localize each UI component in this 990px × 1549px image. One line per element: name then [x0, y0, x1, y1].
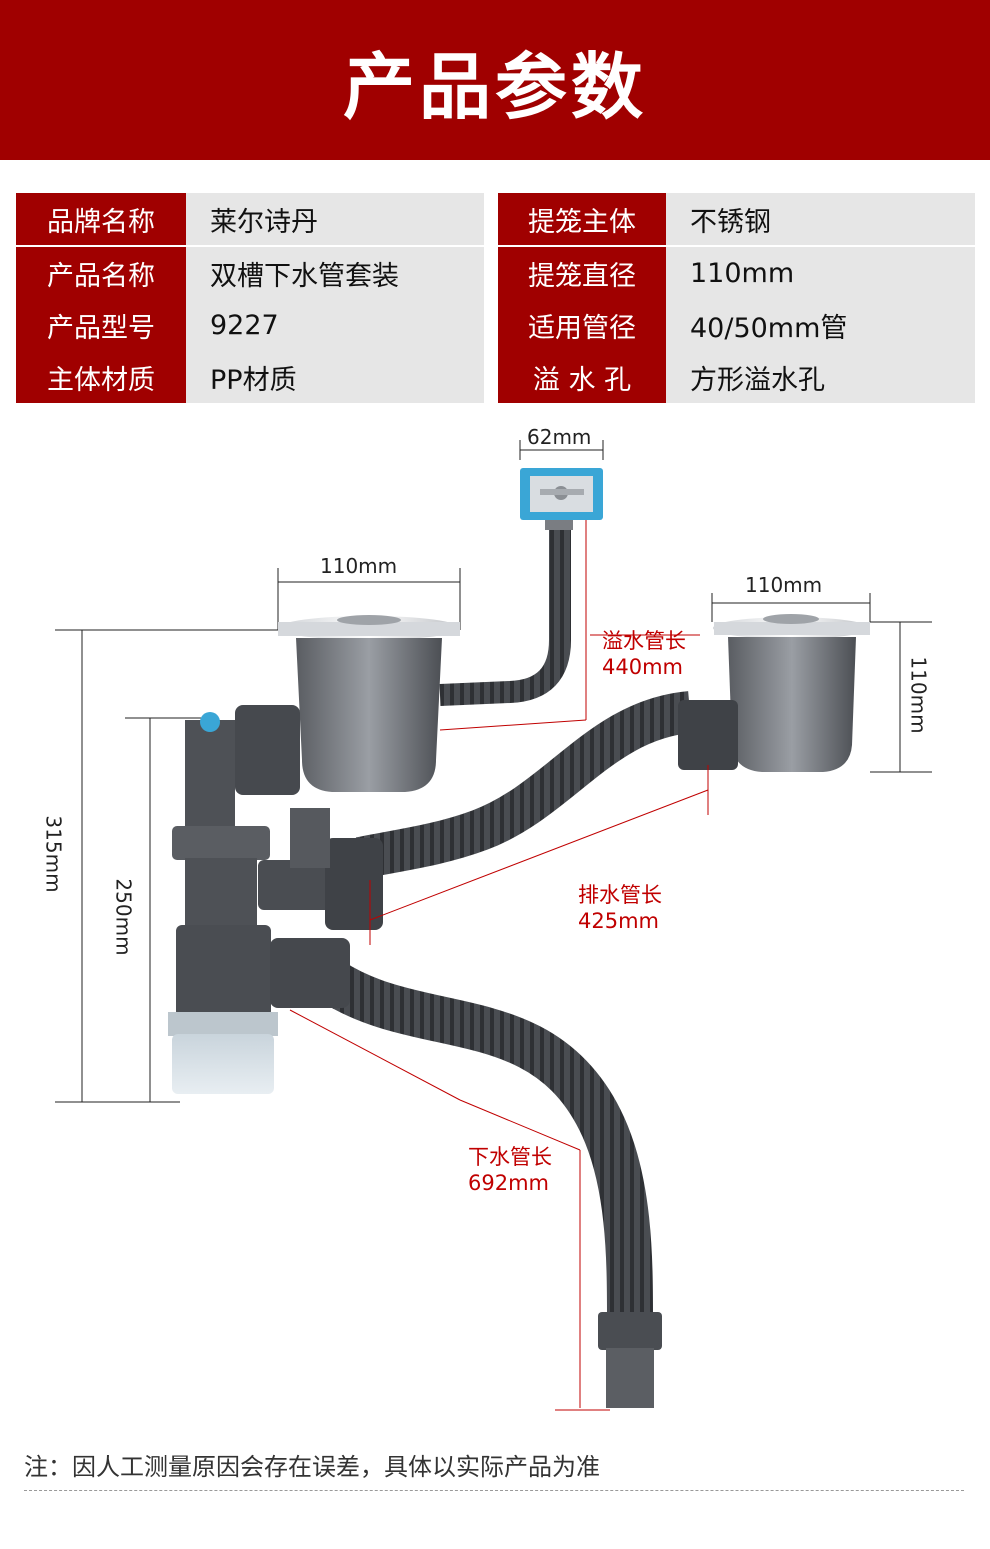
- overflow-length-label: 溢水管长 440mm: [602, 628, 686, 680]
- spec-key: 适用管径: [498, 299, 666, 351]
- right-connector: [678, 700, 738, 770]
- overflow-length-title: 溢水管长: [602, 629, 686, 653]
- spec-value: 双槽下水管套装: [186, 247, 484, 299]
- drain-length-title: 排水管长: [578, 883, 662, 907]
- dim-left-basket-width: 110mm: [320, 554, 398, 578]
- down-length-value: 692mm: [468, 1171, 549, 1195]
- drain-hose: [355, 691, 693, 879]
- dashed-divider: [24, 1490, 964, 1491]
- spec-key: 提笼主体: [498, 193, 666, 245]
- left-basket: [278, 615, 460, 792]
- spec-key: 提笼直径: [498, 247, 666, 299]
- spec-value: 40/50mm管: [666, 299, 975, 351]
- dim-right-basket-height: 110mm: [906, 656, 931, 734]
- spec-row: 品牌名称 莱尔诗丹 提笼主体 不锈钢: [16, 193, 975, 245]
- trap-body: [168, 705, 383, 1094]
- dim-total-height: 315mm: [41, 815, 66, 893]
- down-length-label: 下水管长 692mm: [468, 1144, 552, 1196]
- spec-value: 9227: [186, 299, 484, 351]
- drain-length-value: 425mm: [578, 909, 659, 933]
- leader-lines: [289, 520, 709, 1411]
- spec-row: 主体材质 PP材质 溢 水 孔 方形溢水孔: [16, 351, 975, 403]
- spec-value: 不锈钢: [666, 193, 975, 245]
- page-title: 产品参数: [342, 44, 647, 129]
- overflow-cover: [520, 468, 603, 530]
- drain-length-label: 排水管长 425mm: [578, 882, 662, 934]
- header-banner: 产品参数: [0, 0, 990, 160]
- spec-value: PP材质: [186, 351, 484, 403]
- overflow-hose: [439, 530, 571, 706]
- drain-kit-illustration: [55, 440, 932, 1411]
- spec-value: 莱尔诗丹: [186, 193, 484, 245]
- right-basket: [713, 614, 870, 772]
- spec-value: 方形溢水孔: [666, 351, 975, 403]
- spec-key: 品牌名称: [16, 193, 186, 245]
- product-diagram: 62mm 110mm 110mm 110mm 315mm 250mm 溢水管长 …: [0, 420, 990, 1440]
- dim-overflow-width: 62mm: [527, 425, 592, 449]
- down-hose: [317, 960, 653, 1321]
- down-length-title: 下水管长: [468, 1145, 552, 1169]
- dim-trap-height: 250mm: [111, 878, 136, 956]
- spec-key: 产品名称: [16, 247, 186, 299]
- disclaimer-note: 注：因人工测量原因会存在误差，具体以实际产品为准: [24, 1453, 600, 1481]
- spec-row: 产品名称 双槽下水管套装 提笼直径 110mm: [16, 247, 975, 299]
- spec-key: 产品型号: [16, 299, 186, 351]
- dim-right-basket-width: 110mm: [745, 573, 823, 597]
- spec-key: 溢 水 孔: [498, 351, 666, 403]
- dimension-lines: [55, 440, 932, 1103]
- spec-row: 产品型号 9227 适用管径 40/50mm管: [16, 299, 975, 351]
- overflow-length-value: 440mm: [602, 655, 683, 679]
- spec-value: 110mm: [666, 247, 975, 299]
- spec-key: 主体材质: [16, 351, 186, 403]
